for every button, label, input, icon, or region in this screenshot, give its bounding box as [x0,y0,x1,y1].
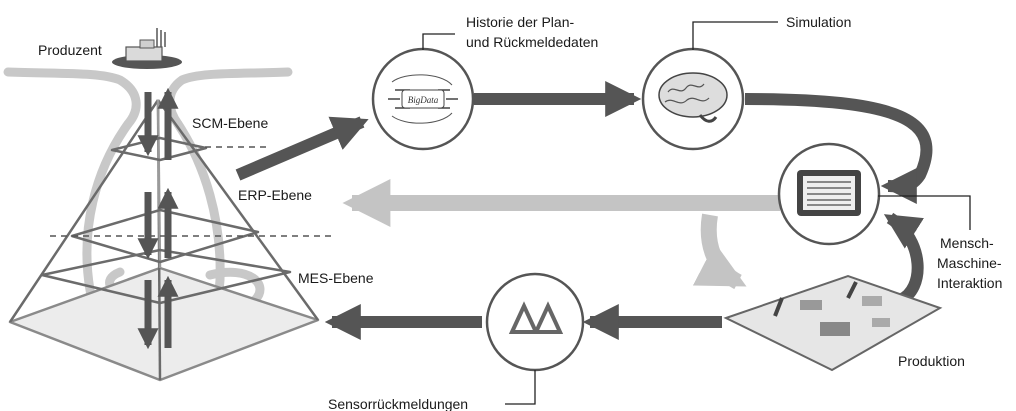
simulation-circle [641,47,745,151]
factory-icon [112,28,182,69]
bigdata-text: BigData [408,95,439,105]
label-historie-1: Historie der Plan- [466,14,574,30]
label-simulation: Simulation [786,14,851,30]
label-mmi-2: Maschine- [937,255,1002,271]
light-flow-arrows [342,179,780,290]
bigdata-circle: BigData [371,47,475,151]
label-sensor: Sensorrückmeldungen [328,396,468,411]
leader-lines [422,21,971,405]
production-platform [723,274,943,372]
label-scm: SCM-Ebene [192,115,268,131]
label-erp: ERP-Ebene [238,187,312,203]
brain-icon [658,72,728,118]
pyramid [8,99,332,382]
label-mes: MES-Ebene [298,270,374,286]
label-historie-2: und Rückmeldedaten [466,34,598,50]
label-produktion: Produktion [898,353,965,369]
sensor-circle [485,272,585,372]
tablet-circle [777,142,881,246]
pyramid-vertical-arrows [137,87,179,350]
sensor-icon [508,301,540,334]
label-mmi-3: Interaktion [937,275,1002,291]
dark-flow-arrows [235,81,933,340]
label-produzent: Produzent [38,42,102,58]
label-mmi-1: Mensch- [940,235,994,251]
